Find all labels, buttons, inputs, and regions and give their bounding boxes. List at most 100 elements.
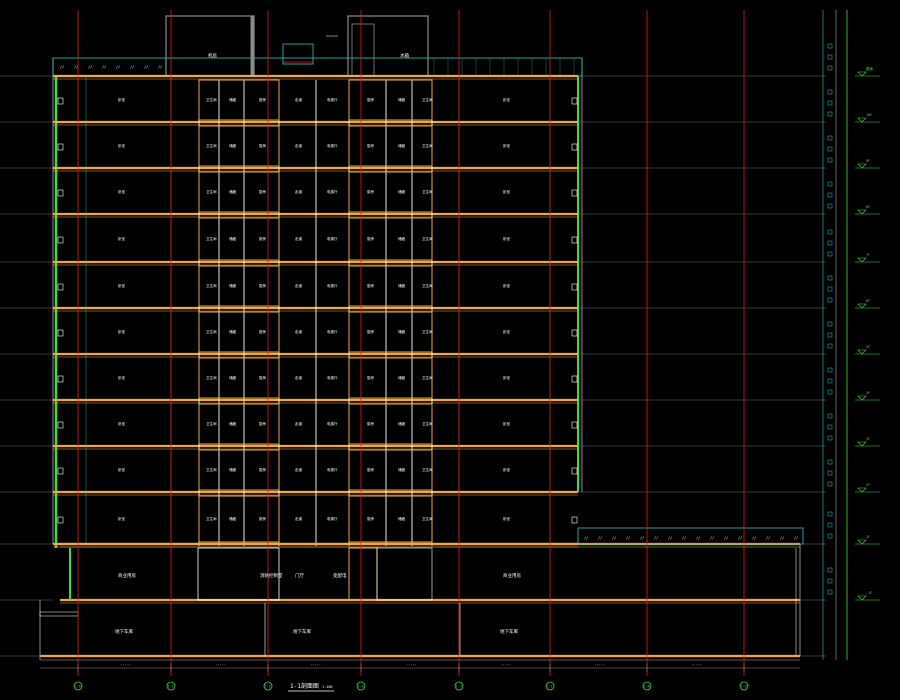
room-label-kitchen: 厨房: [367, 97, 375, 102]
dimension-text: ·····: [311, 663, 322, 667]
roof-hatch-mark: //: [144, 65, 148, 69]
dimension-text: ·····: [595, 663, 606, 667]
grid-axis-label-1-C: 1-C: [168, 685, 174, 689]
grid-axis-bubble-1-A: [73, 681, 83, 691]
room-label-store: 储藏: [229, 236, 236, 241]
basement-label-3: 地下车库: [500, 628, 518, 635]
room-label-bath_a: 卫生间: [422, 143, 433, 148]
level-column-marker: [827, 378, 833, 384]
level-column-marker: [827, 481, 833, 487]
core-left-frame: [198, 403, 280, 445]
room-label-lobby: 电梯厅: [327, 97, 338, 102]
level-triangle: [857, 257, 867, 263]
room-label-lobby: 电梯厅: [327, 283, 338, 288]
level-column-marker: [827, 100, 833, 106]
level-column-marker: [827, 413, 833, 419]
drawing-title: 1-1剖面图: [290, 682, 319, 690]
room-label-bath_a: 卫生间: [206, 421, 217, 426]
core-left-frame: [198, 357, 280, 399]
room-label-store: 储藏: [229, 283, 236, 288]
room-label-bath_a: 卫生间: [206, 467, 217, 472]
core-left-frame: [198, 311, 280, 353]
level-triangle: [857, 209, 867, 215]
room-label-bath_a: 卫生间: [206, 283, 217, 288]
podium-hatch-mark: //: [738, 536, 742, 540]
core-left-frame: [198, 217, 280, 261]
drawing-scale: 1:100: [322, 685, 333, 689]
room-label-kitchen: 厨房: [259, 97, 267, 102]
roof-hatch-mark: //: [74, 65, 78, 69]
room-label-bath_a: 卫生间: [422, 375, 433, 380]
level-column-marker: [827, 146, 833, 152]
room-label-store: 储藏: [398, 467, 406, 472]
room-label-right_room: 卧室: [503, 329, 511, 334]
level-column-marker: [827, 203, 833, 209]
facade-window-left: [57, 467, 64, 475]
level-column-marker: [827, 65, 833, 71]
level-column-marker: [827, 286, 833, 292]
roof-hatch-mark: //: [116, 65, 120, 69]
room-label-left_room: 卧室: [118, 236, 125, 241]
room-label-left_room: 卧室: [118, 329, 125, 334]
room-label-store: 储藏: [229, 421, 236, 426]
room-label-store: 储藏: [398, 236, 406, 241]
roof-hatch-mark: //: [130, 65, 134, 69]
room-label-store: 储藏: [229, 189, 236, 194]
room-label-right_room: 卧室: [503, 283, 511, 288]
room-label-right_room: 卧室: [503, 189, 511, 194]
basement-label-2: 地下车库: [293, 628, 311, 635]
room-label-left_room: 卧室: [118, 516, 125, 521]
room-label-left_room: 卧室: [118, 189, 125, 194]
room-label-left_room: 卧室: [118, 421, 125, 426]
level-column-marker: [827, 470, 833, 476]
room-label-corridor: 走道: [295, 236, 303, 241]
level-label: 10F: [866, 113, 872, 117]
room-label-lobby: 电梯厅: [327, 143, 338, 148]
room-label-corridor: 走道: [295, 329, 303, 334]
roof-label-machine-room: 机房: [208, 52, 217, 59]
room-label-bath_a: 卫生间: [422, 236, 433, 241]
level-triangle: [857, 71, 867, 77]
room-label-bath_a: 卫生间: [206, 236, 217, 241]
facade-window-right: [571, 189, 578, 197]
room-label-bath_a: 卫生间: [422, 283, 433, 288]
level-column-marker: [827, 589, 833, 595]
room-label-store: 储藏: [229, 97, 236, 102]
level-column-marker: [827, 343, 833, 349]
level-triangle: [857, 117, 867, 123]
facade-window-left: [57, 421, 64, 429]
core-right-frame: [348, 449, 433, 491]
core-right-frame: [348, 311, 433, 353]
room-label-store: 储藏: [398, 97, 406, 102]
room-label-kitchen: 厨房: [259, 283, 267, 288]
room-label-kitchen: 厨房: [259, 236, 267, 241]
podium-label-1: 商业用房: [118, 572, 136, 579]
podium-hatch-mark: //: [696, 536, 700, 540]
podium-hatch-mark: //: [752, 536, 756, 540]
facade-window-right: [571, 283, 578, 291]
level-label: -1F: [866, 591, 872, 595]
grid-axis-bubble-1-G: [356, 681, 366, 691]
room-label-kitchen: 厨房: [367, 189, 375, 194]
podium-hatch-mark: //: [640, 536, 644, 540]
level-column-marker: [827, 459, 833, 465]
room-label-lobby: 电梯厅: [327, 329, 338, 334]
room-label-kitchen: 厨房: [259, 143, 267, 148]
core-left-frame: [198, 265, 280, 307]
room-label-kitchen: 厨房: [367, 236, 375, 241]
level-label: 2F: [866, 483, 870, 487]
level-triangle: [857, 487, 867, 493]
room-label-store: 储藏: [398, 375, 406, 380]
level-label: 7F: [866, 253, 870, 257]
dimension-text: ·····: [121, 663, 132, 667]
room-label-corridor: 走道: [295, 283, 303, 288]
room-label-right_room: 卧室: [503, 97, 511, 102]
level-column-marker: [827, 135, 833, 141]
level-label: 4F: [866, 391, 870, 395]
podium-room-box-3: [376, 547, 433, 601]
level-column-marker: [827, 511, 833, 517]
facade-window-right: [571, 329, 578, 337]
room-label-right_room: 卧室: [503, 421, 511, 426]
